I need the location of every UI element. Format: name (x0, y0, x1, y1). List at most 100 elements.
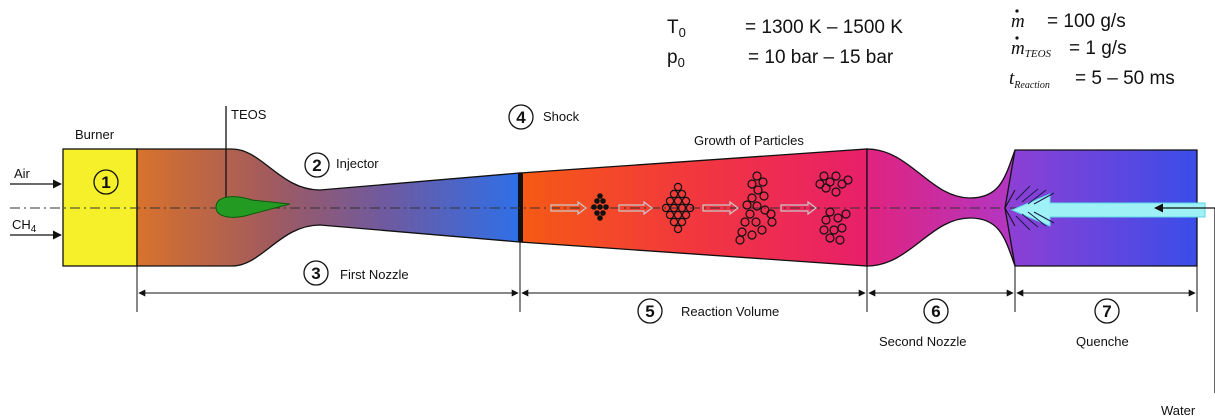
particle (603, 204, 609, 210)
particle (594, 198, 600, 204)
particle (597, 204, 603, 210)
water-label: Water (1161, 403, 1196, 418)
marker-3: 3 (303, 260, 329, 286)
particle (669, 203, 679, 213)
particle (752, 201, 762, 211)
first-nozzle-label: First Nozzle (340, 267, 409, 282)
particle (673, 196, 683, 206)
t-reaction-value: = 5 – 50 ms (1075, 68, 1175, 89)
particle (745, 209, 755, 219)
particle (747, 193, 757, 203)
particle (821, 215, 831, 225)
particle (677, 203, 687, 213)
particle (677, 189, 687, 199)
marker-4: 4 (508, 104, 534, 130)
particle (753, 185, 763, 195)
particle (841, 209, 851, 219)
shock-front (518, 173, 523, 242)
particle (673, 224, 683, 234)
particle (591, 204, 597, 210)
shock-label: Shock (543, 109, 580, 124)
flow-arrows (550, 200, 817, 216)
p0-symbol: p0 (667, 47, 685, 70)
particle (597, 215, 603, 221)
particle (835, 235, 845, 245)
injector-label: Injector (336, 156, 379, 171)
particle (669, 217, 679, 227)
particle (735, 235, 745, 245)
particle (831, 187, 841, 197)
particle (677, 217, 687, 227)
svg-text:7: 7 (1102, 302, 1111, 321)
mdot-teos-value: = 1 g/s (1069, 38, 1127, 59)
marker-2: 2 (304, 152, 330, 178)
air-label: Air (14, 166, 31, 181)
particle (673, 210, 683, 220)
reaction-volume-label: Reaction Volume (681, 304, 779, 319)
operating-parameters: T0 = 1300 K – 1500 K p0 = 10 bar – 15 ba… (667, 9, 1175, 91)
mdot-teos-symbol: mTEOS (1011, 38, 1052, 60)
particle (665, 210, 675, 220)
spray-arrows (1004, 185, 1055, 231)
particle (681, 210, 691, 220)
particle (833, 213, 843, 223)
particle (767, 217, 777, 227)
particle (825, 233, 835, 243)
particle (819, 225, 829, 235)
svg-text:4: 4 (516, 108, 526, 127)
water-feed-line (1154, 203, 1215, 393)
burner-label: Burner (75, 127, 115, 142)
mdot-dot (1015, 9, 1019, 13)
particle (673, 182, 683, 192)
second-nozzle-label: Second Nozzle (879, 334, 966, 349)
particle (594, 210, 600, 216)
marker-6: 6 (923, 298, 949, 324)
particle (825, 207, 835, 217)
particle (758, 177, 768, 187)
marker-7: 7 (1094, 298, 1120, 324)
particle (669, 189, 679, 199)
particle (752, 171, 762, 181)
injector-body (215, 196, 291, 218)
svg-text:5: 5 (645, 302, 654, 321)
particle (759, 191, 769, 201)
mdot-teos-dot (1015, 36, 1019, 40)
particle (751, 217, 761, 227)
particle (757, 225, 767, 235)
particle (597, 193, 603, 199)
particle-clusters (591, 171, 853, 245)
particle (600, 210, 606, 216)
particle (742, 200, 752, 210)
svg-text:2: 2 (312, 156, 321, 175)
particle (843, 175, 853, 185)
particle (815, 179, 825, 189)
particle (747, 179, 757, 189)
particle (681, 196, 691, 206)
particle (665, 196, 675, 206)
particle (829, 225, 839, 235)
marker-5: 5 (637, 298, 663, 324)
svg-text:3: 3 (311, 264, 320, 283)
p0-value: = 10 bar – 15 bar (748, 47, 894, 68)
t0-symbol: T0 (667, 17, 686, 40)
mdot-value: = 100 g/s (1047, 11, 1126, 32)
quenche-label: Quenche (1076, 334, 1129, 349)
particle (661, 203, 671, 213)
marker-1: 1 (93, 169, 119, 195)
svg-text:1: 1 (101, 173, 110, 192)
dimension-lines (136, 242, 1198, 312)
particle (685, 203, 695, 213)
svg-text:6: 6 (931, 302, 940, 321)
growth-of-particles-label: Growth of Particles (694, 133, 804, 148)
t-reaction-symbol: tReaction (1009, 68, 1050, 91)
particle (747, 230, 757, 240)
mdot-symbol: m (1011, 11, 1025, 32)
particle (819, 171, 829, 181)
water-jet-arrow (1010, 193, 1206, 227)
teos-label: TEOS (231, 107, 267, 122)
t0-value: = 1300 K – 1500 K (745, 17, 903, 38)
particle (600, 198, 606, 204)
particle (831, 171, 841, 181)
ch4-label: CH4 (12, 217, 37, 235)
